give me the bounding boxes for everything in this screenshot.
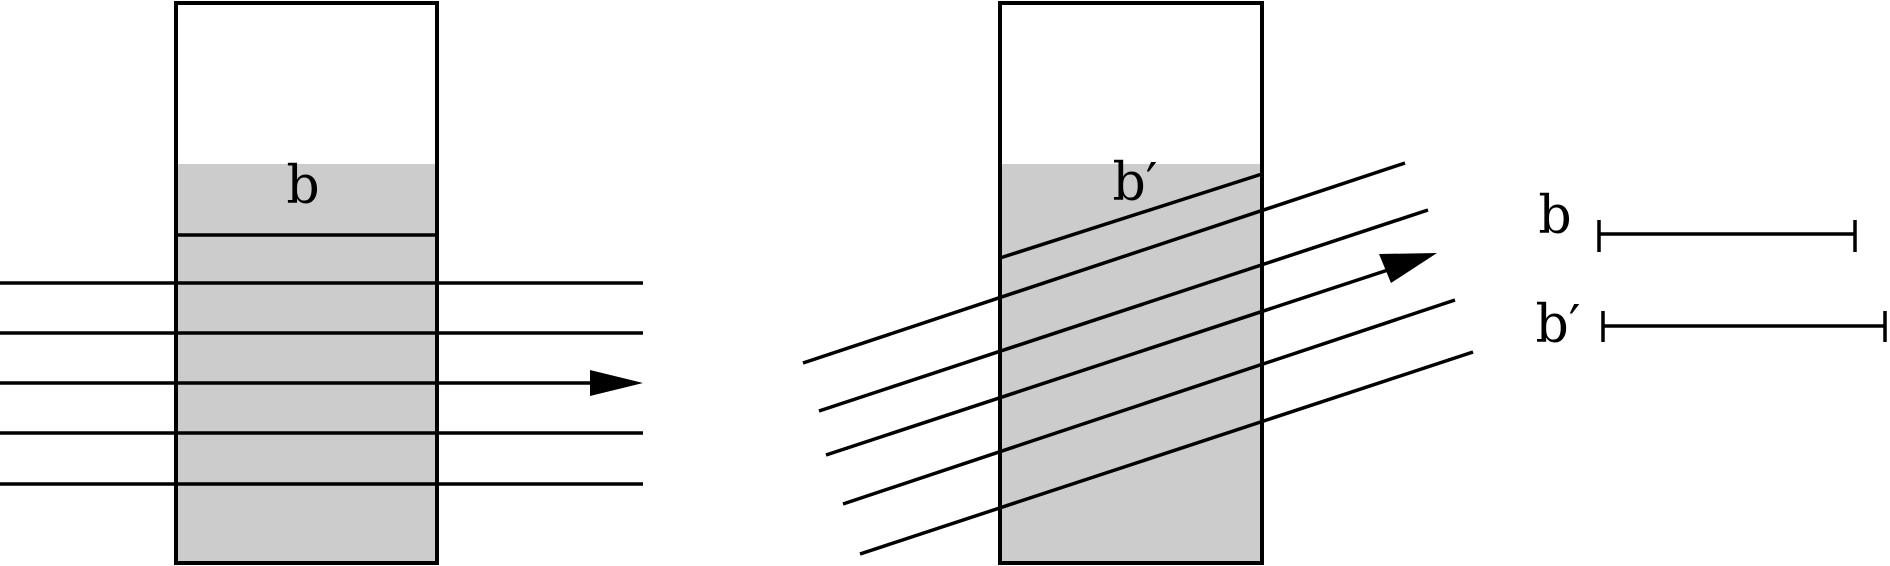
right-cuvette-fill	[1000, 164, 1262, 563]
right-ray-3	[825, 264, 1401, 457]
left-cuvette-fill	[176, 164, 437, 563]
right-arrow-head	[1379, 253, 1437, 283]
right-ray-5	[859, 350, 1474, 556]
right-path-length-label: b′	[1112, 153, 1157, 213]
left-panel: b	[0, 1, 643, 565]
left-path-length-label: b	[286, 156, 319, 216]
path-length-legend: b b′	[1535, 186, 1887, 355]
right-ray-2	[818, 208, 1429, 413]
right-cuvette-frame	[998, 1, 1264, 565]
right-path-length-line	[999, 172, 1263, 260]
legend-label-b: b	[1538, 186, 1571, 246]
left-arrow-head	[590, 370, 643, 396]
right-ray-1	[802, 161, 1406, 365]
right-panel: b′	[802, 1, 1474, 565]
legend-label-b-prime: b′	[1535, 295, 1580, 355]
right-ray-4	[842, 298, 1456, 506]
